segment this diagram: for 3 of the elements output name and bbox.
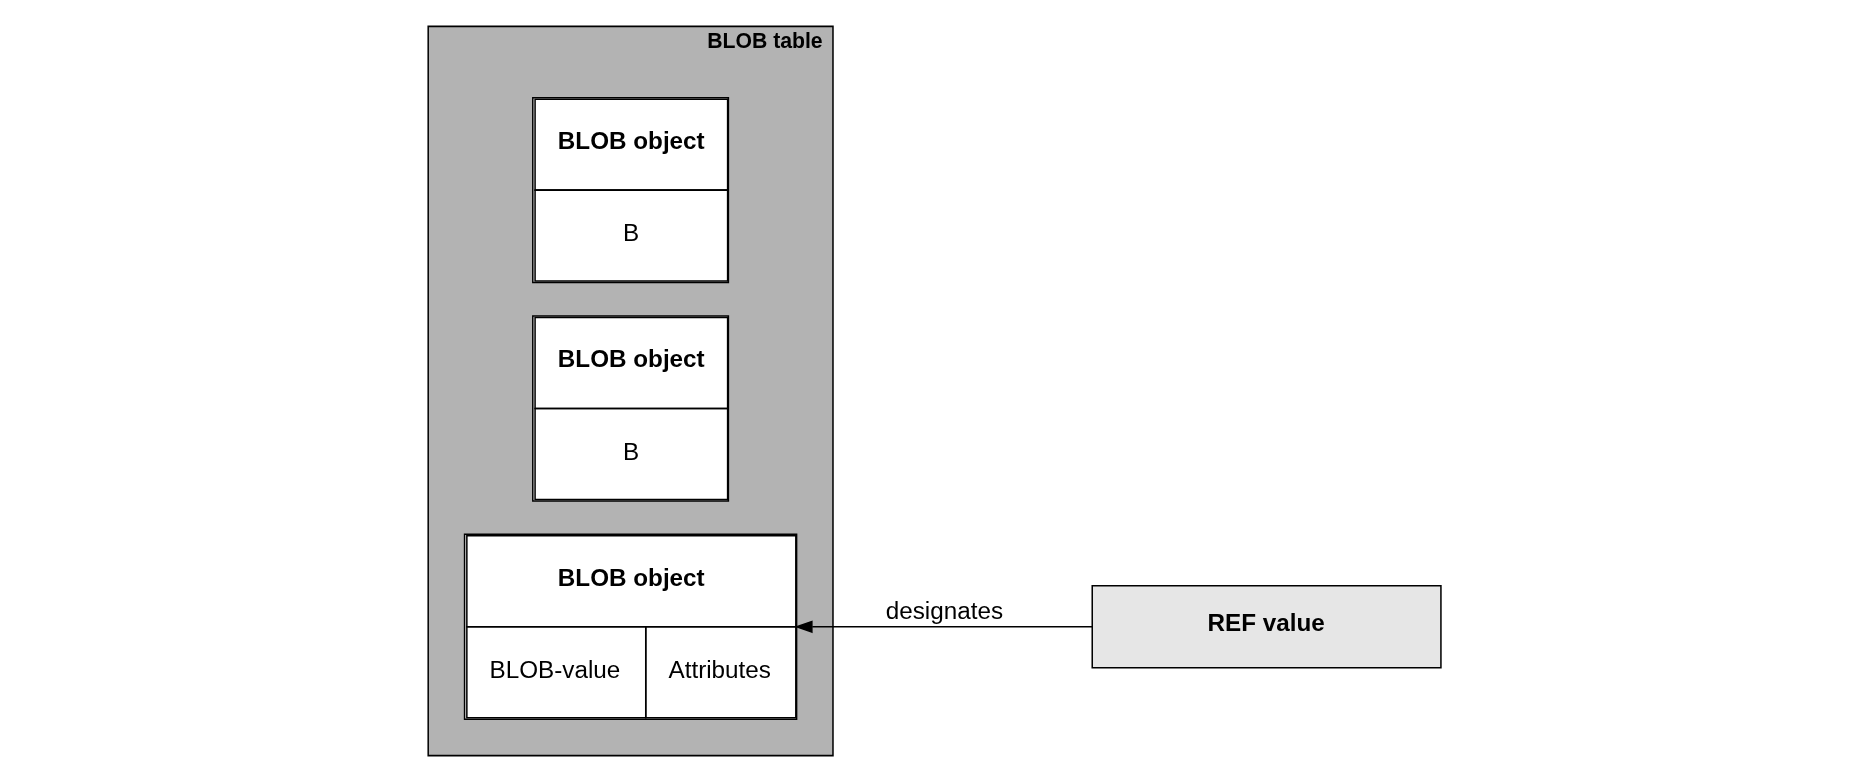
arrow <box>794 620 1093 634</box>
node-box: REF value <box>1091 585 1442 669</box>
edge-label: designates <box>885 596 1004 624</box>
